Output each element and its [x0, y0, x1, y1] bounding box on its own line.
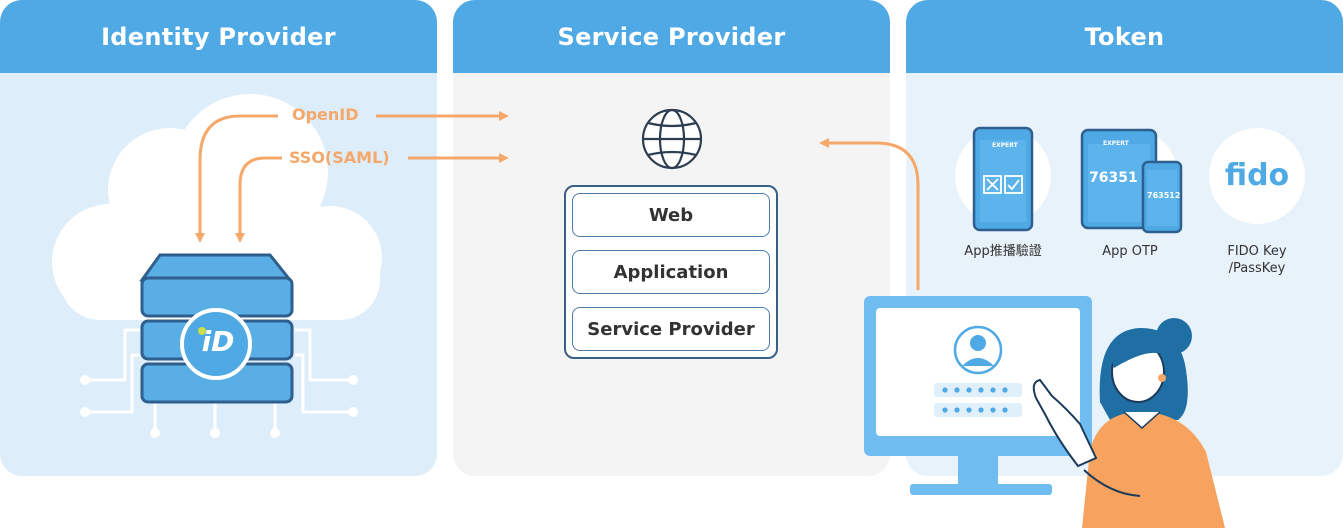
- stack-item-application: Application: [572, 250, 770, 294]
- monitor-icon: [864, 296, 1092, 495]
- app-otp-label: App OTP: [1102, 244, 1158, 259]
- password-field-2: [934, 403, 1022, 417]
- fido-logo: fido: [1224, 158, 1290, 193]
- app-push-label: App推播驗證: [964, 244, 1042, 259]
- token-title: Token: [906, 0, 1343, 73]
- service-provider-title: Service Provider: [453, 0, 890, 73]
- app-otp-brand: EXPERT: [1103, 140, 1129, 147]
- fido-label-line2: /PassKey: [1228, 261, 1286, 276]
- token-return-arrow: [819, 138, 920, 290]
- id-logo: iD: [201, 325, 235, 358]
- woman-user-illustration: [1032, 318, 1225, 528]
- otp-code-phone: 763512: [1147, 191, 1181, 200]
- app-push-phone-icon: [972, 126, 1034, 232]
- fido-label: FIDO Key /PassKey: [1202, 243, 1312, 277]
- service-stack: Web Application Service Provider: [564, 185, 778, 359]
- circuit-lines-icon: [88, 328, 350, 430]
- fido-bg: [1209, 128, 1305, 224]
- saml-down-arrow: [235, 156, 282, 243]
- saml-label: SSO(SAML): [289, 148, 390, 167]
- circuit-nodes-icon: [80, 375, 358, 438]
- password-field-1: [934, 383, 1022, 397]
- stack-item-web: Web: [572, 193, 770, 237]
- id-server-icon: [139, 253, 294, 404]
- openid-down-arrow: [195, 114, 278, 243]
- globe-icon: [641, 108, 703, 170]
- openid-label: OpenID: [292, 105, 359, 124]
- app-otp-device-icon: [1080, 128, 1183, 234]
- fido-label-line1: FIDO Key: [1227, 244, 1287, 259]
- stack-item-service-provider: Service Provider: [572, 307, 770, 351]
- otp-code-tablet: 76351: [1089, 170, 1138, 186]
- identity-provider-title: Identity Provider: [0, 0, 437, 73]
- app-push-brand: EXPERT: [992, 142, 1018, 149]
